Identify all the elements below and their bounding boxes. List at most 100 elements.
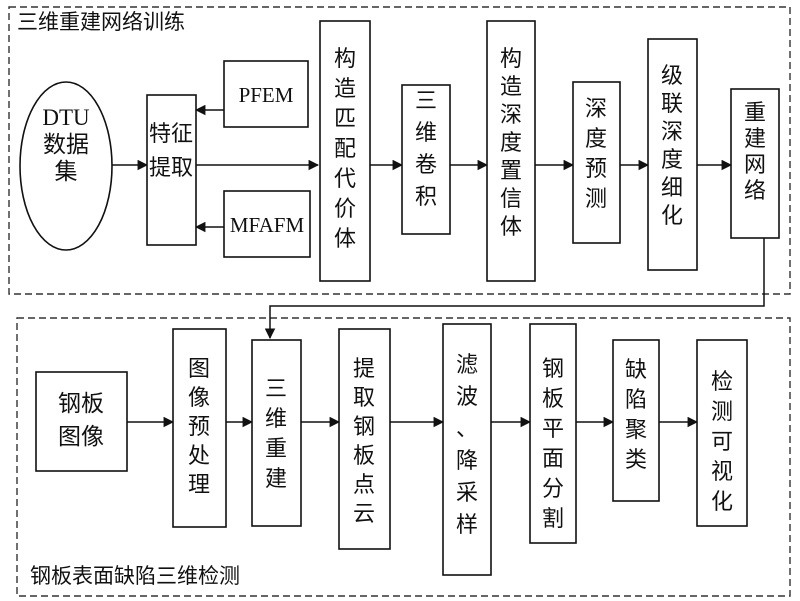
conv3d-label-line: 卷 (415, 152, 437, 177)
filter-label-line: 采 (456, 480, 478, 505)
extract-cloud-label-line: 取 (353, 385, 375, 410)
node-defect-clustering (612, 339, 660, 502)
detection-group-frame (16, 317, 791, 597)
node-cost-volume (319, 20, 371, 282)
dtu-label-line: 集 (55, 159, 78, 184)
node-mfafm-label: MFAFM (230, 213, 305, 237)
node-3d-conv-label: 三维卷积 (415, 88, 437, 209)
cost-label-line: 配 (334, 136, 356, 161)
confidence-label-line: 造 (500, 74, 522, 99)
dtu-label-line: DTU (42, 105, 90, 130)
extract-cloud-label-line: 云 (353, 501, 375, 526)
depth-label-line: 度 (585, 126, 607, 151)
confidence-label-line: 体 (500, 214, 522, 239)
node-filter-downsample-label: 滤波、降采样 (456, 352, 478, 537)
confidence-label-line: 度 (500, 130, 522, 155)
visualize-label-line: 视 (711, 459, 733, 484)
node-depth-confidence (486, 20, 536, 282)
plane-seg-label-line: 板 (542, 386, 564, 411)
visualize-label-line: 可 (711, 429, 733, 454)
confidence-label-line: 深 (500, 102, 522, 127)
training-group-title: 三维重建网络训练 (17, 10, 185, 34)
node-3d-reconstruction (251, 339, 302, 527)
node-plane-segmentation (529, 323, 577, 544)
mfafm-label-line: MFAFM (230, 213, 305, 237)
conv3d-label-line: 维 (415, 120, 437, 145)
cascade-label-line: 度 (661, 147, 683, 172)
connectors (112, 104, 765, 428)
node-3d-reconstruction-label: 三维重建 (265, 376, 287, 491)
node-rebuild-network-label: 重建网络 (744, 100, 766, 203)
node-mfafm (223, 190, 311, 258)
rebuild-net-label-line: 建 (744, 126, 766, 151)
training-group-frame (8, 6, 791, 295)
recon3d-label-line: 三 (265, 376, 287, 401)
node-cost-volume-label: 构造匹配代价体 (334, 46, 356, 251)
visualize-label-line: 化 (711, 489, 733, 514)
filter-label-line: 、 (456, 416, 478, 441)
edge-rebuild-recon3d (264, 238, 765, 340)
cost-label-line: 价 (334, 196, 356, 221)
node-cascade-refine (647, 38, 698, 271)
node-feature-extract-label: 特征提取 (149, 121, 193, 180)
node-defect-clustering-label: 缺陷聚类 (625, 357, 647, 472)
node-rebuild-network (730, 88, 780, 239)
cluster-label-line: 类 (625, 447, 647, 472)
rebuild-net-label-line: 网 (744, 152, 766, 177)
filter-label-line: 滤 (456, 352, 478, 377)
node-cascade-refine-label: 级联深度细化 (661, 63, 683, 228)
cluster-label-line: 缺 (625, 357, 647, 382)
detection-group-title: 钢板表面缺陷三维检测 (30, 564, 240, 588)
plane-seg-label-line: 割 (542, 506, 564, 531)
depth-label-line: 深 (585, 96, 607, 121)
pfem-label-line: PFEM (239, 83, 294, 107)
filter-label-line: 波 (456, 384, 478, 409)
filter-label-line: 样 (456, 512, 478, 537)
cascade-label-line: 级 (661, 63, 683, 88)
recon3d-label-line: 重 (265, 436, 287, 461)
cascade-label-line: 化 (661, 203, 683, 228)
node-dtu-dataset (19, 81, 113, 251)
node-plane-segmentation-label: 钢板平面分割 (542, 356, 564, 531)
node-extract-point-cloud-label: 提取钢板点云 (353, 356, 375, 526)
visualize-label-line: 测 (711, 399, 733, 424)
node-steel-image-label: 钢板图像 (58, 391, 104, 449)
visualize-label-line: 检 (711, 369, 733, 394)
dtu-label-line: 数据 (43, 132, 89, 157)
cluster-label-line: 聚 (625, 417, 647, 442)
node-detection-visualize-label: 检测可视化 (711, 369, 733, 514)
plane-seg-label-line: 分 (542, 476, 564, 501)
filter-label-line: 降 (456, 448, 478, 473)
node-depth-predict-label: 深度预测 (585, 96, 607, 211)
preprocess-label-line: 图 (188, 356, 210, 381)
depth-label-line: 测 (585, 186, 607, 211)
node-filter-downsample (442, 323, 492, 576)
feature-label-line: 特征 (149, 121, 193, 146)
confidence-label-line: 构 (500, 46, 522, 71)
preprocess-label-line: 预 (188, 414, 210, 439)
cost-label-line: 代 (334, 166, 356, 191)
node-image-preprocess-label: 图像预处理 (188, 356, 210, 497)
node-3d-conv (401, 84, 451, 235)
plane-seg-label-line: 面 (542, 446, 564, 471)
node-depth-confidence-label: 构造深度置信体 (500, 46, 522, 239)
node-pfem (223, 60, 309, 128)
preprocess-label-line: 像 (188, 385, 210, 410)
confidence-label-line: 置 (500, 158, 522, 183)
cost-label-line: 构 (334, 46, 356, 71)
cost-label-line: 匹 (334, 106, 356, 131)
preprocess-label-line: 处 (188, 443, 210, 468)
plane-seg-label-line: 钢 (542, 356, 564, 381)
cascade-label-line: 深 (661, 119, 683, 144)
rebuild-net-label-line: 络 (744, 178, 766, 203)
cascade-label-line: 联 (661, 91, 683, 116)
node-pfem-label: PFEM (239, 83, 294, 107)
cluster-label-line: 陷 (625, 387, 647, 412)
recon3d-label-line: 维 (265, 406, 287, 431)
node-extract-point-cloud (338, 328, 391, 550)
depth-label-line: 预 (585, 156, 607, 181)
steel-image-label-line: 钢板 (58, 391, 104, 416)
cost-label-line: 体 (334, 226, 356, 251)
